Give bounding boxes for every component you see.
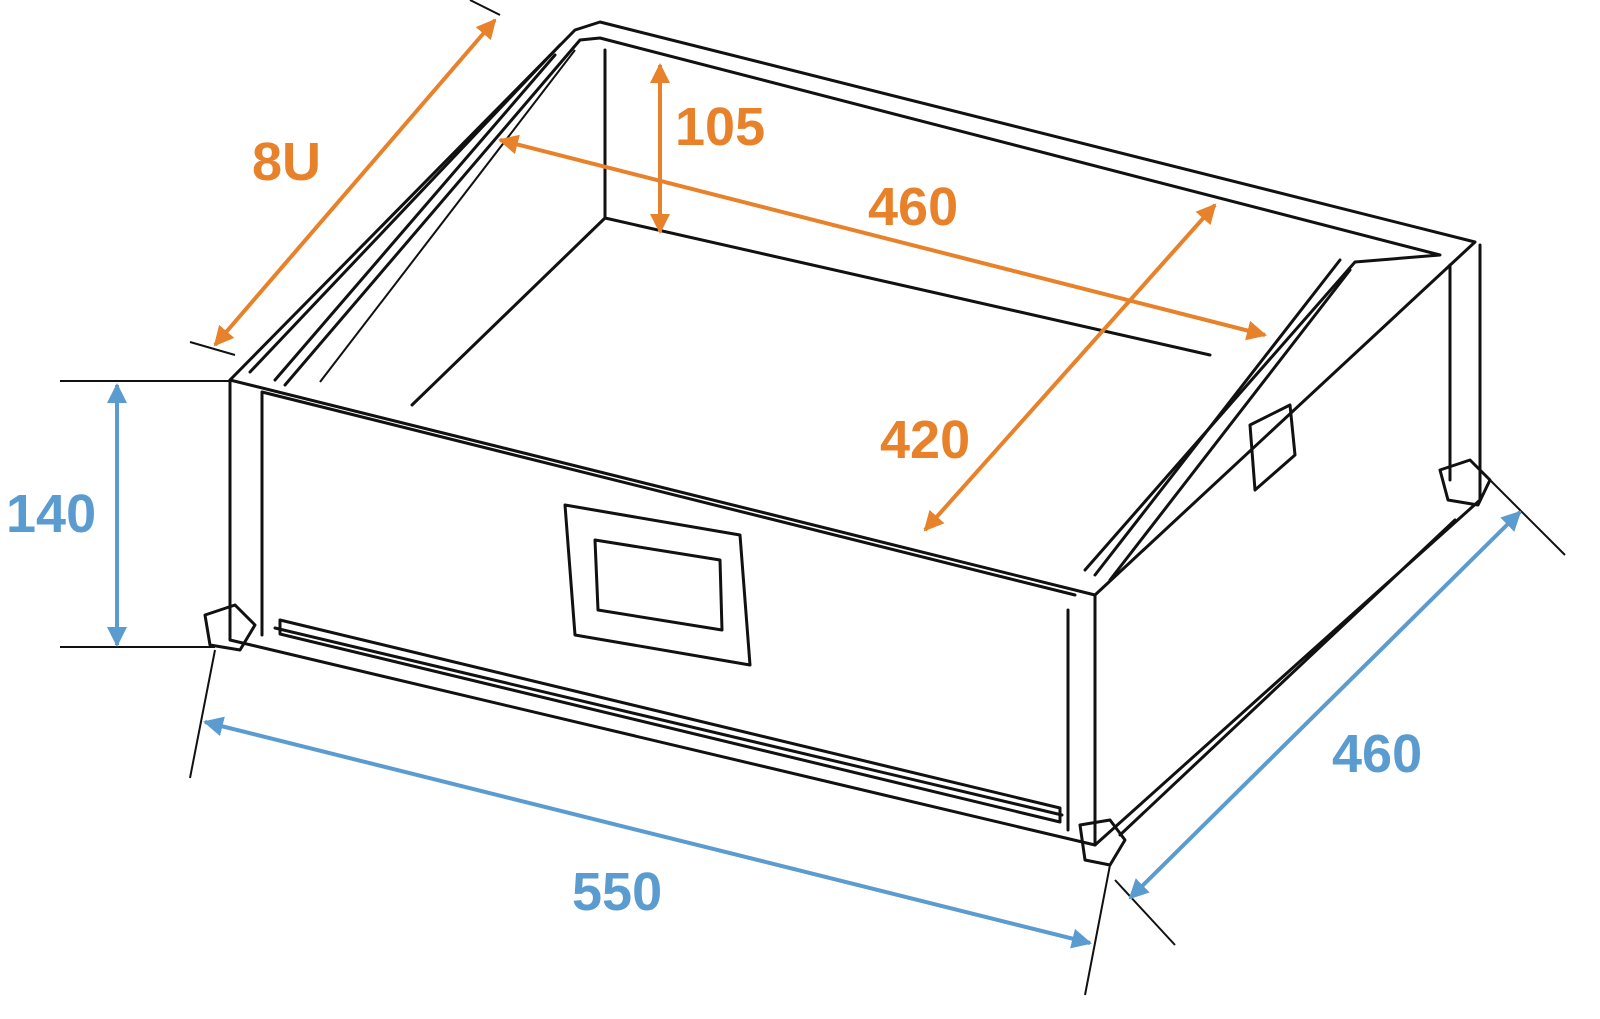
label-460-outer: 460 xyxy=(1332,724,1422,784)
label-140: 140 xyxy=(6,484,96,544)
label-8u: 8U xyxy=(252,132,321,192)
label-105: 105 xyxy=(675,97,765,157)
side-latch xyxy=(1248,403,1297,492)
dim-arrow-8u xyxy=(213,18,497,347)
dim-arrow-420 xyxy=(923,203,1217,532)
dim-arrow-550 xyxy=(203,716,1092,949)
front-handle xyxy=(563,503,752,667)
label-420: 420 xyxy=(880,410,970,470)
dimension-arrows xyxy=(107,18,1522,949)
dim-arrow-460-inner xyxy=(498,134,1267,341)
interior-back-wall xyxy=(410,48,1212,407)
dim-arrow-460-outer xyxy=(1128,510,1522,900)
corner-ball xyxy=(1438,458,1492,507)
label-460-inner: 460 xyxy=(868,177,958,237)
right-panel xyxy=(1093,243,1482,847)
dimension-labels: 8U 105 460 420 140 550 460 xyxy=(6,97,1422,922)
label-550: 550 xyxy=(572,862,662,922)
corner-ball xyxy=(203,603,257,652)
